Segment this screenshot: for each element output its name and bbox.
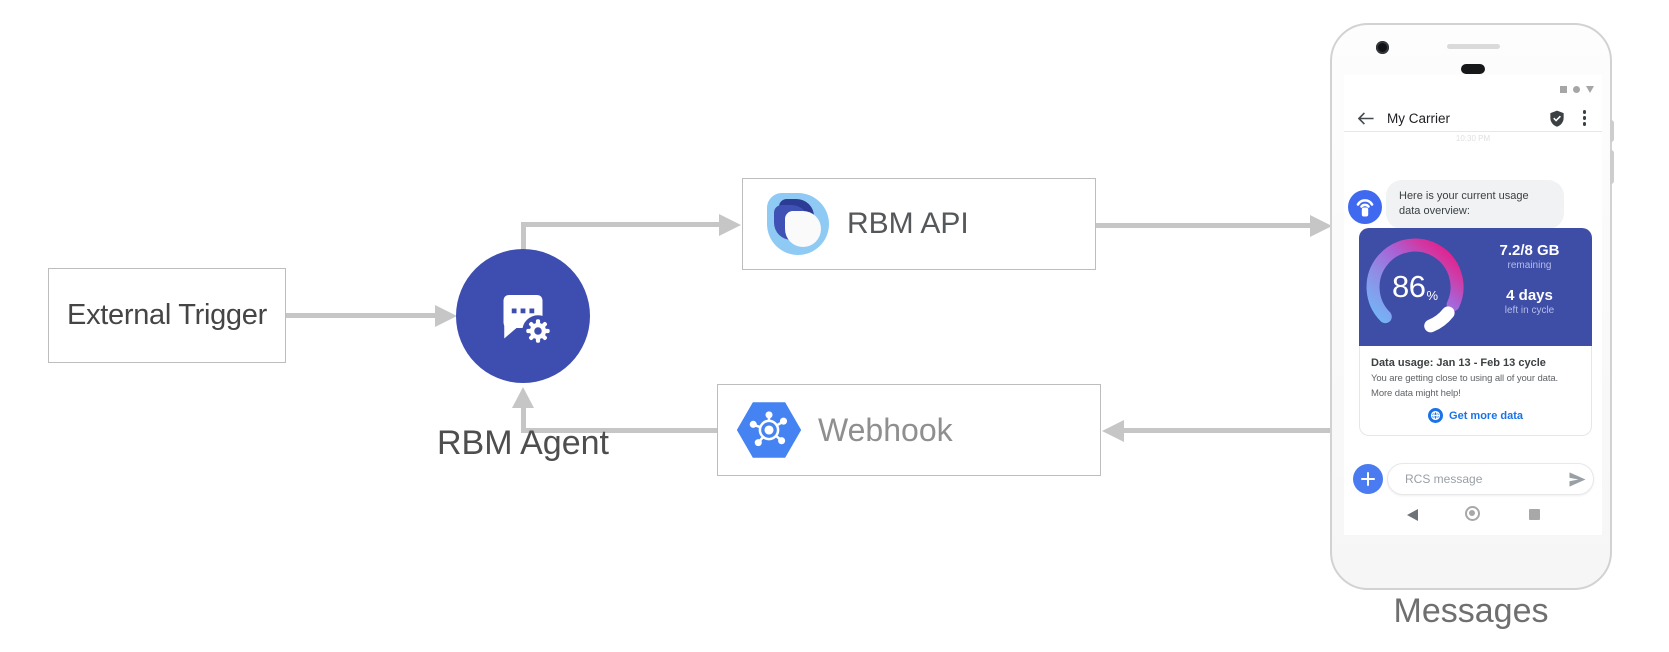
compose-bar bbox=[1387, 463, 1594, 495]
days-left-label: left in cycle bbox=[1504, 305, 1555, 316]
plus-button[interactable] bbox=[1353, 464, 1383, 494]
earpiece bbox=[1461, 64, 1485, 74]
external-trigger-label: External Trigger bbox=[67, 299, 267, 331]
status-bar bbox=[1560, 86, 1594, 93]
rbm-api-node: RBM API bbox=[742, 178, 1096, 270]
speaker-slot bbox=[1447, 44, 1500, 49]
arrowhead-api-to-phone bbox=[1310, 215, 1332, 237]
webhook-label: Webhook bbox=[818, 411, 953, 448]
rcs-message-input[interactable] bbox=[1403, 471, 1562, 487]
nav-recents-icon[interactable] bbox=[1529, 509, 1540, 520]
webhook-node: Webhook bbox=[717, 384, 1101, 476]
usage-text-line1: You are getting close to using all of yo… bbox=[1371, 373, 1559, 384]
arrow-external-to-agent bbox=[286, 313, 437, 318]
phone-screen: My Carrier 10:30 PM bbox=[1344, 75, 1602, 535]
arrow-webhook-to-agent-horizontal bbox=[521, 428, 717, 433]
arrow-api-to-phone bbox=[1096, 223, 1312, 228]
usage-percent: 86 % bbox=[1365, 237, 1465, 337]
usage-card-hero: 86 % 7.2/8 GB remaining 4 days left in c… bbox=[1359, 228, 1592, 346]
app-bar: My Carrier bbox=[1344, 105, 1602, 131]
usage-rich-card: 86 % 7.2/8 GB remaining 4 days left in c… bbox=[1359, 228, 1592, 436]
get-more-data-button[interactable]: Get more data bbox=[1371, 408, 1580, 423]
phone-mockup: My Carrier 10:30 PM bbox=[1330, 23, 1614, 590]
power-button bbox=[1610, 120, 1614, 142]
nav-back-icon[interactable] bbox=[1407, 509, 1418, 521]
appbar-divider bbox=[1344, 131, 1602, 132]
arrow-phone-to-webhook bbox=[1124, 428, 1334, 433]
send-icon[interactable] bbox=[1568, 471, 1587, 488]
usage-title: Data usage: Jan 13 - Feb 13 cycle bbox=[1371, 357, 1546, 369]
globe-icon bbox=[1428, 408, 1444, 423]
rbm-api-label: RBM API bbox=[847, 207, 969, 240]
kebab-menu-icon[interactable] bbox=[1581, 108, 1588, 127]
messages-caption: Messages bbox=[1393, 592, 1549, 630]
external-trigger-node: External Trigger bbox=[48, 268, 286, 363]
data-remaining-label: remaining bbox=[1507, 260, 1552, 271]
bot-message-bubble: Here is your current usage data overview… bbox=[1386, 180, 1564, 229]
arrowhead-external-to-agent bbox=[435, 305, 457, 327]
status-square-icon bbox=[1560, 86, 1567, 93]
arrowhead-webhook-to-agent bbox=[512, 387, 534, 408]
chat-bubble-gear-icon bbox=[487, 280, 559, 352]
get-more-data-label: Get more data bbox=[1449, 409, 1523, 422]
rbm-agent-label: RBM Agent bbox=[437, 424, 609, 462]
usage-text-line2: More data might help! bbox=[1371, 388, 1461, 399]
usage-percent-unit: % bbox=[1426, 287, 1439, 303]
conversation-title: My Carrier bbox=[1387, 110, 1450, 126]
rcs-teardrop-logo bbox=[767, 193, 829, 255]
arrowhead-agent-to-api bbox=[719, 214, 741, 236]
data-remaining-value: 7.2/8 GB bbox=[1499, 242, 1560, 259]
arrow-agent-to-api-horizontal bbox=[521, 222, 719, 227]
usage-gauge bbox=[1365, 237, 1465, 337]
message-timestamp: 10:30 PM bbox=[1455, 134, 1491, 143]
shield-check-icon bbox=[1549, 110, 1565, 127]
days-left-value: 4 days bbox=[1506, 287, 1553, 304]
arrowhead-phone-to-webhook bbox=[1102, 420, 1124, 442]
volume-button bbox=[1610, 150, 1614, 184]
rbm-agent-node bbox=[456, 249, 590, 383]
camera-icon bbox=[1376, 41, 1389, 54]
back-arrow-icon[interactable] bbox=[1358, 111, 1374, 125]
antenna-icon bbox=[1348, 190, 1382, 224]
arrow-webhook-to-agent-vertical bbox=[521, 408, 526, 430]
usage-percent-value: 86 bbox=[1391, 269, 1426, 304]
arrow-agent-to-api-vertical bbox=[521, 222, 526, 250]
usage-card-body: Data usage: Jan 13 - Feb 13 cycle You ar… bbox=[1359, 346, 1592, 436]
nav-home-icon[interactable] bbox=[1465, 506, 1480, 521]
status-dot-icon bbox=[1573, 86, 1580, 93]
status-triangle-icon bbox=[1586, 86, 1594, 93]
hexagon-network-icon bbox=[736, 401, 802, 459]
